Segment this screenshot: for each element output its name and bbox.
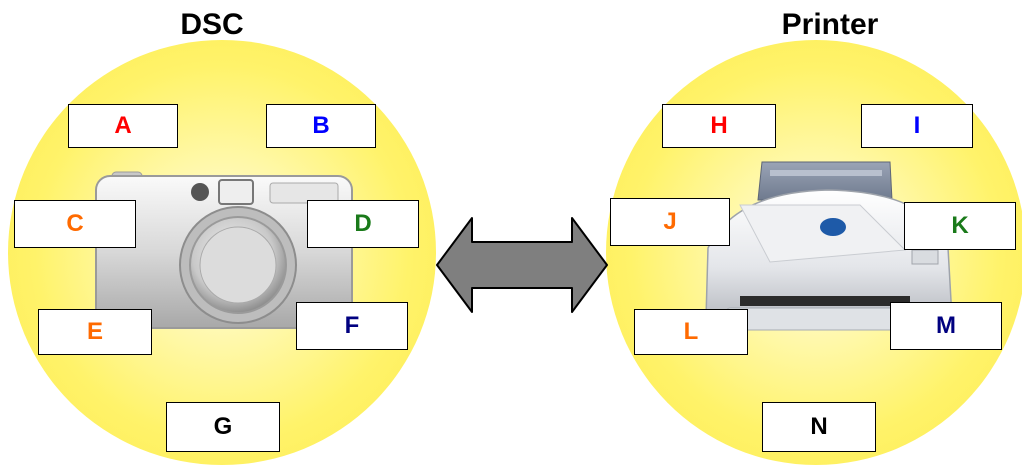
printer-label-l-text: L: [683, 318, 699, 345]
dsc-label-e-text: E: [86, 318, 103, 345]
printer-label-j-text: J: [663, 208, 677, 235]
dsc-label-e: E: [38, 309, 152, 355]
dsc-label-b: B: [266, 104, 376, 148]
dsc-label-d-text: D: [354, 210, 372, 237]
dsc-label-a-text: A: [114, 112, 132, 139]
printer-label-j: J: [610, 198, 730, 246]
dsc-label-d: D: [307, 200, 419, 248]
dsc-label-f: F: [296, 302, 408, 350]
printer-label-h: H: [662, 104, 776, 148]
dsc-label-f-text: F: [344, 312, 360, 339]
dsc-label-b-text: B: [312, 112, 330, 139]
dsc-label-a: A: [68, 104, 178, 148]
double-arrow-icon: [436, 217, 608, 313]
dsc-label-g: G: [166, 402, 280, 452]
camera-icon: [95, 171, 353, 329]
printer-label-n-text: N: [810, 413, 828, 440]
dsc-label-g-text: G: [213, 413, 233, 440]
printer-title: Printer: [781, 8, 879, 41]
printer-label-m: M: [890, 302, 1002, 350]
printer-label-i-text: I: [913, 112, 921, 139]
dsc-label-c: C: [14, 200, 136, 248]
dsc-title: DSC: [180, 8, 244, 41]
printer-icon: [705, 161, 953, 331]
printer-label-l: L: [634, 309, 748, 355]
dsc-label-c-text: C: [66, 210, 84, 237]
printer-label-k: K: [904, 202, 1016, 250]
printer-label-n: N: [762, 402, 876, 452]
printer-label-k-text: K: [951, 212, 969, 239]
printer-label-i: I: [861, 104, 973, 148]
printer-label-m-text: M: [936, 312, 956, 339]
printer-label-h-text: H: [710, 112, 728, 139]
